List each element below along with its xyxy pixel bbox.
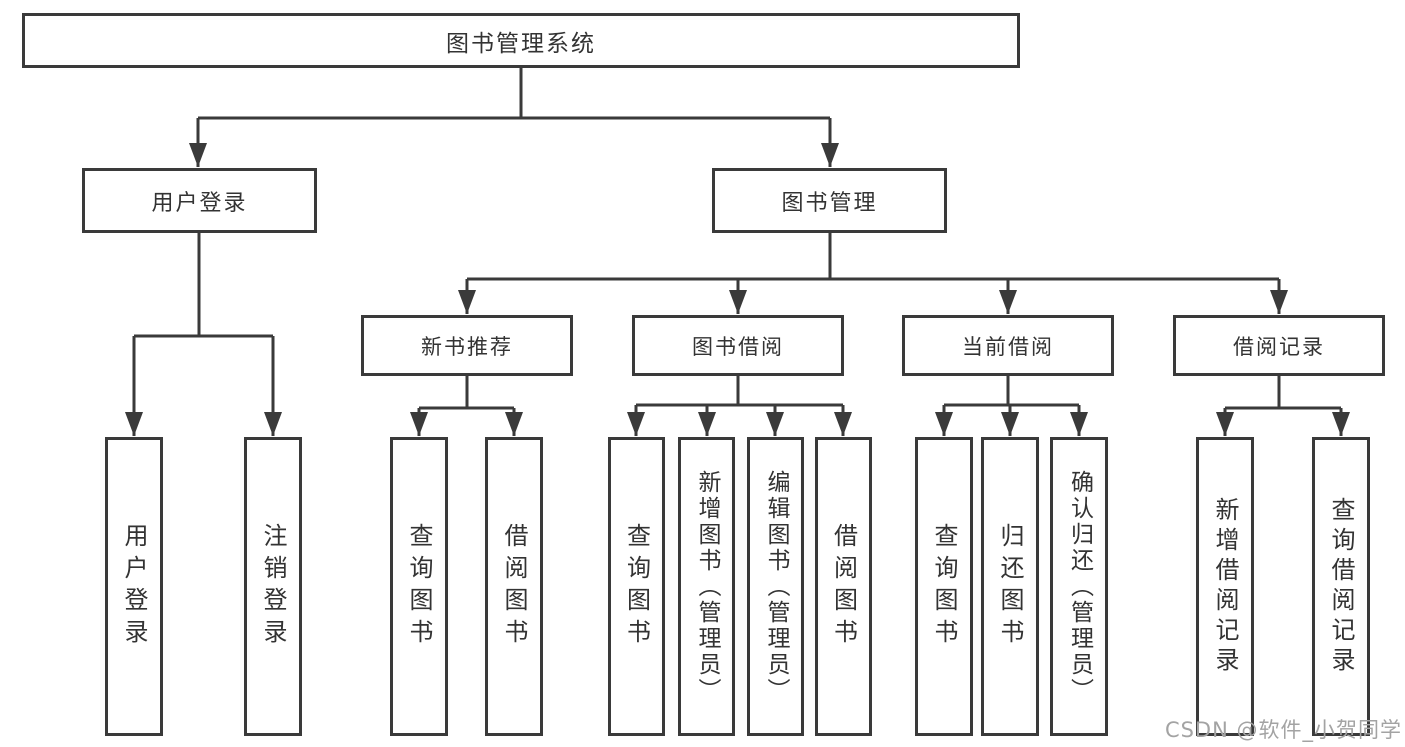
node-label: 用户登录 [151,190,248,216]
node-book-borrowing: 图书借阅 [632,315,844,376]
node-label: 用户登录 [120,522,148,651]
node-label: 新书推荐 [421,334,513,359]
node-label: 借阅图书 [500,522,528,651]
node-label: 借阅记录 [1233,334,1325,359]
leaf-confirm-return-admin: 确认归还（管理员） [1050,437,1108,736]
connector-book-borrowing-to-leaves [636,376,843,407]
leaf-user-login: 用户登录 [105,437,163,736]
node-label: 图书管理 [781,190,878,216]
leaf-return-books: 归还图书 [981,437,1039,736]
node-label: 注销登录 [259,522,287,651]
arrow-drops [125,118,1350,436]
node-label: 查询图书 [930,522,958,651]
connector-borrowing-records-to-leaves [1225,376,1341,410]
connector-current-borrowing-to-leaves [944,376,1079,407]
node-user-login: 用户登录 [82,168,317,233]
connector-user-login-to-leaves [134,233,273,338]
leaf-query-borrow-record: 查询借阅记录 [1312,437,1370,736]
node-label: 当前借阅 [962,334,1054,359]
connector-book-management-to-level3 [467,233,1279,281]
node-library-management-system: 图书管理系统 [22,13,1020,68]
node-label: 查询图书 [622,522,651,651]
node-label: 编辑图书（管理员） [763,469,789,704]
node-label: 查询借阅记录 [1327,496,1355,677]
leaf-borrow-books: 借阅图书 [485,437,543,736]
node-label: 图书管理系统 [446,30,596,57]
node-label: 查询图书 [405,522,433,651]
node-current-borrowing: 当前借阅 [902,315,1114,376]
node-label: 图书借阅 [692,334,784,359]
node-label: 归还图书 [996,522,1024,651]
node-book-management: 图书管理 [712,168,947,233]
leaf-add-borrow-record: 新增借阅记录 [1196,437,1254,736]
leaf-query-books-2: 查询图书 [608,437,665,736]
node-label: 新增图书（管理员） [694,469,720,704]
node-borrowing-records: 借阅记录 [1173,315,1385,376]
connector-root-to-level2 [198,68,830,120]
node-label: 借阅图书 [829,522,858,651]
leaf-query-books-3: 查询图书 [915,437,973,736]
node-label: 确认归还（管理员） [1066,469,1093,704]
leaf-edit-books-admin: 编辑图书（管理员） [747,437,804,736]
csdn-watermark: CSDN @软件_小贺同学 [1164,718,1402,742]
leaf-borrow-books-2: 借阅图书 [815,437,872,736]
leaf-logout: 注销登录 [244,437,302,736]
leaf-query-books: 查询图书 [390,437,448,736]
node-label: 新增借阅记录 [1211,496,1239,677]
connector-new-book-recommend-to-leaves [419,376,514,410]
leaf-add-books-admin: 新增图书（管理员） [678,437,735,736]
node-new-book-recommend: 新书推荐 [361,315,573,376]
